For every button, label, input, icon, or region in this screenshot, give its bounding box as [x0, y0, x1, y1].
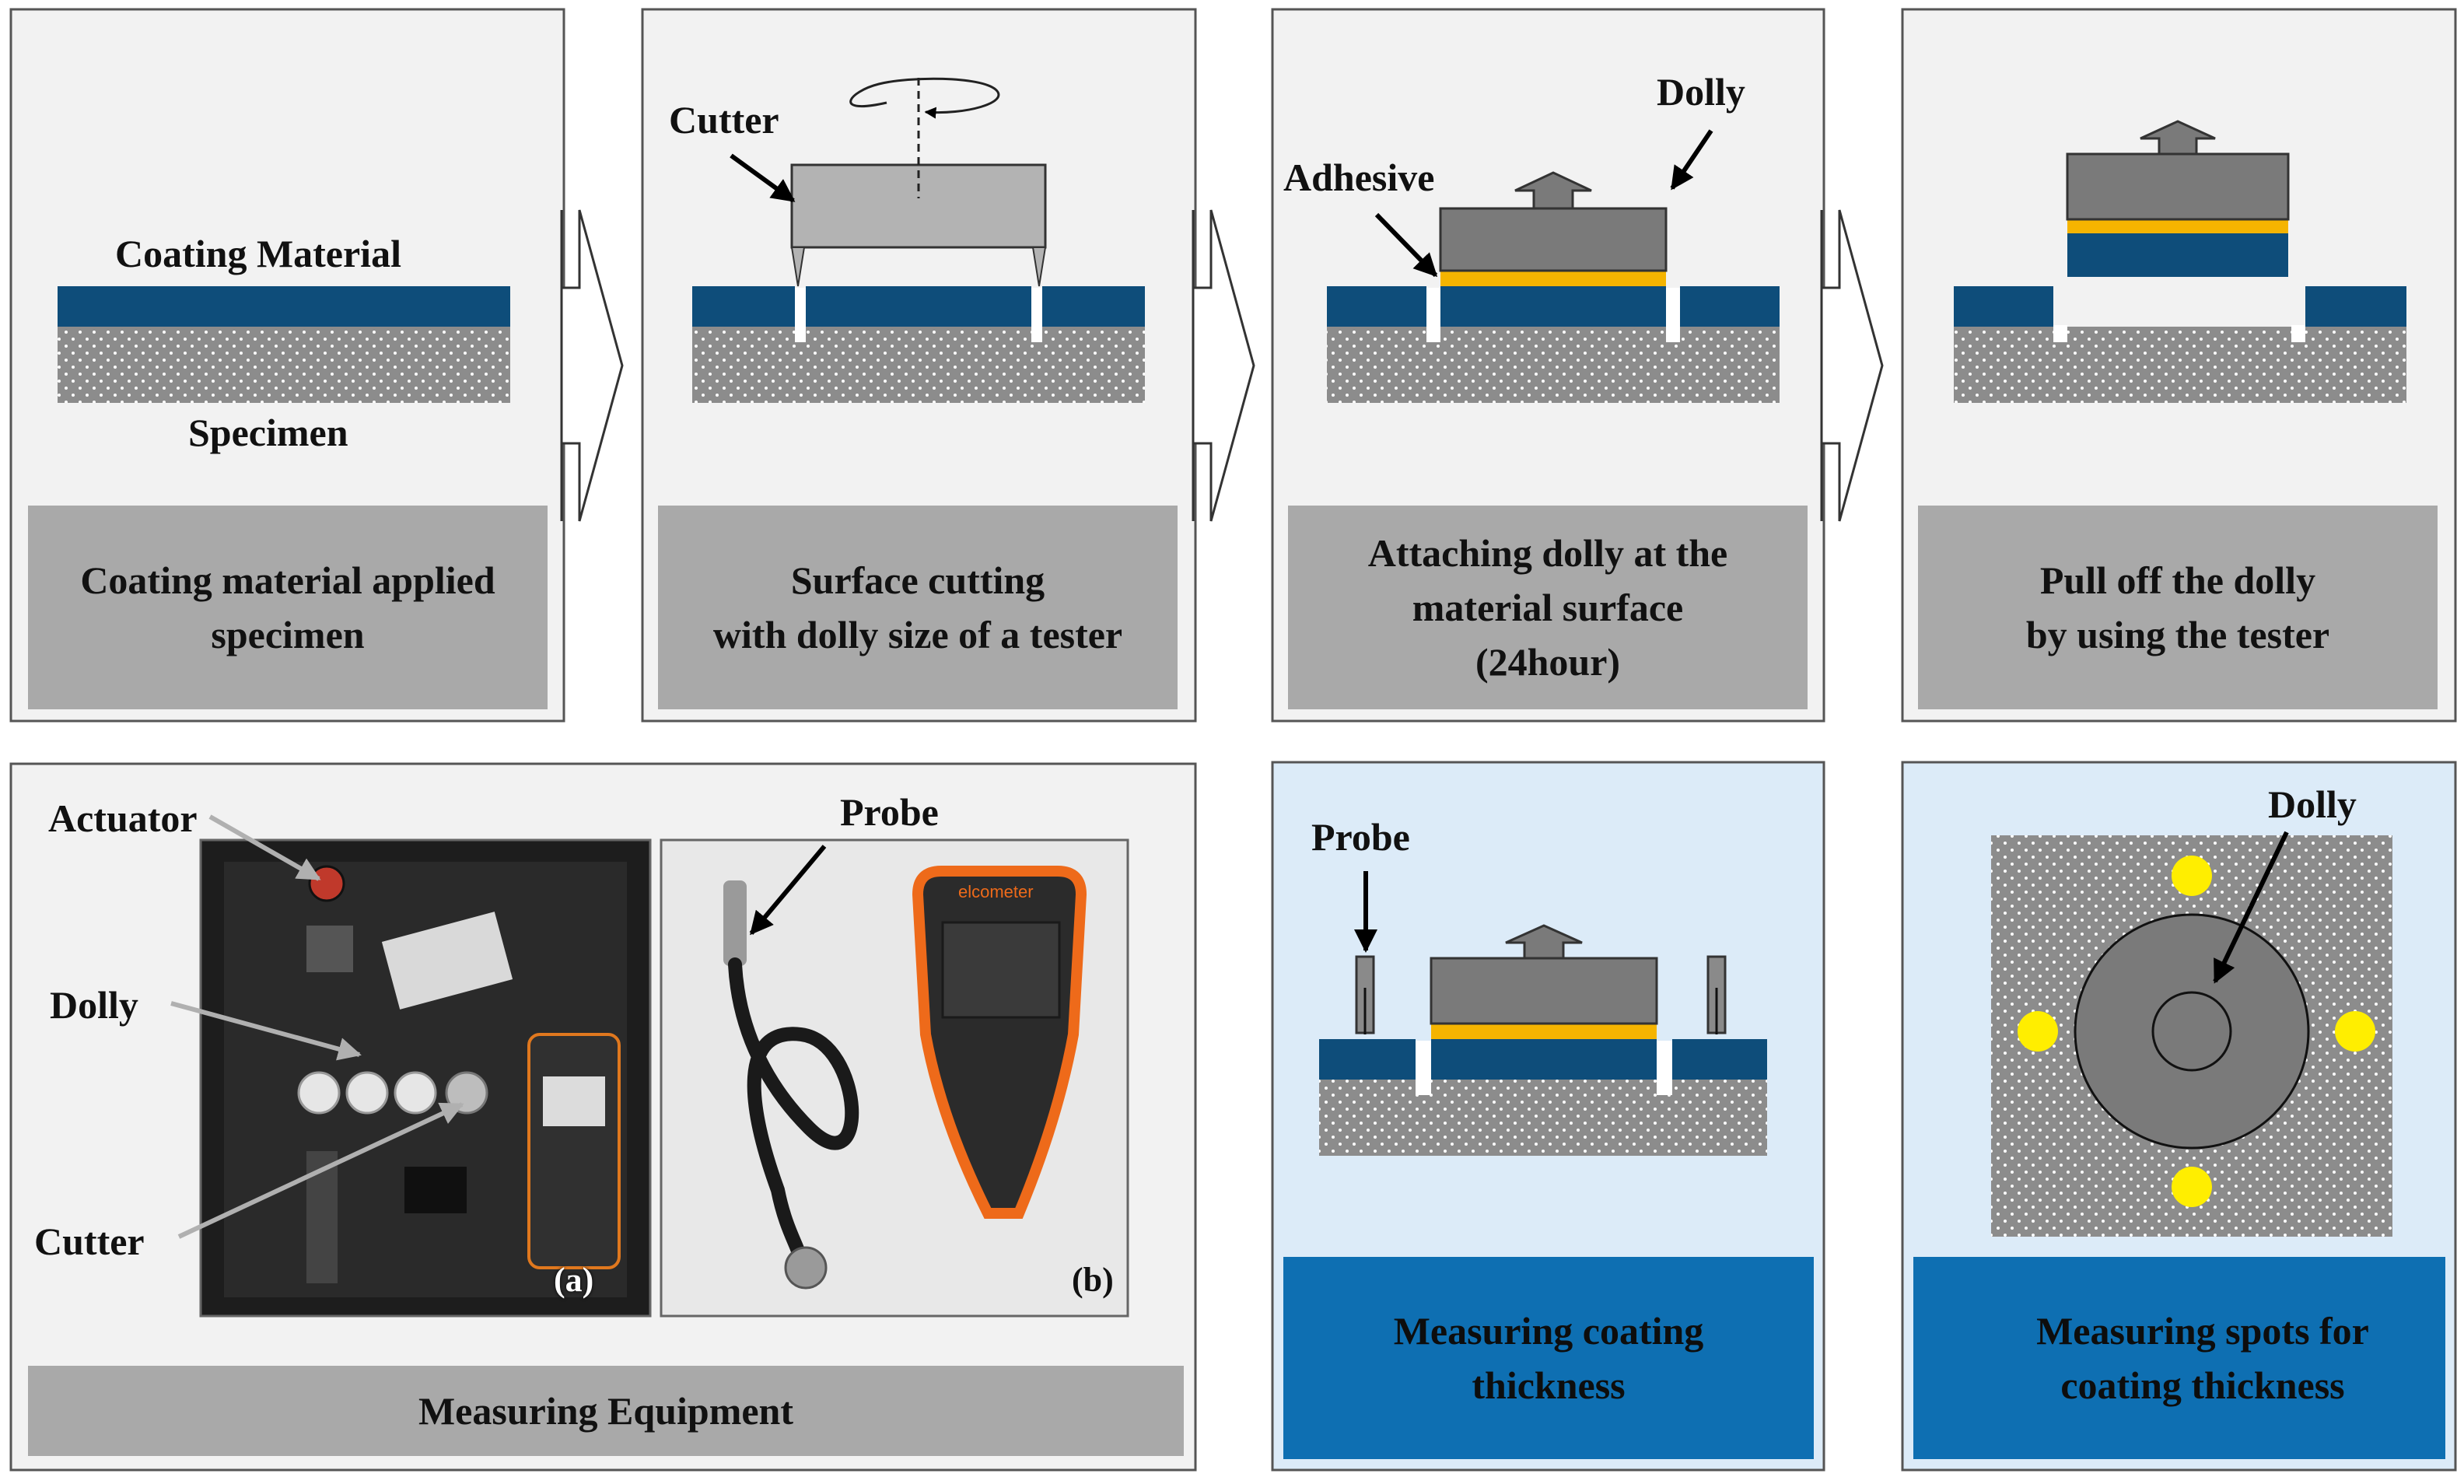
specimen-block-t	[1319, 1073, 1767, 1156]
actuator-knob	[308, 865, 345, 902]
dolly-body-4	[2066, 152, 2290, 221]
coating-right-4	[2305, 286, 2406, 327]
photo-b-label: (b)	[1072, 1261, 1114, 1299]
pit-groove-right-4	[2291, 325, 2305, 342]
cutter-pointer	[730, 153, 796, 203]
adhesive-pointer	[1374, 212, 1438, 278]
dolly-body-t	[1430, 957, 1658, 1025]
thickness-caption: Measuring coating thickness	[1283, 1257, 1814, 1459]
adhesive-layer-3	[1440, 271, 1666, 286]
cutter-label-eq: Cutter	[34, 1220, 145, 1263]
dolly-inner-ring	[2151, 991, 2232, 1072]
adhesive-label: Adhesive	[1283, 156, 1435, 199]
spots-caption: Measuring spots for coating thickness	[1913, 1257, 2445, 1459]
dolly-pointer-s	[2213, 831, 2289, 984]
spot-bottom	[2172, 1167, 2212, 1207]
specimen-block-2	[692, 325, 1145, 403]
probe-cable	[728, 957, 859, 1267]
case-charger	[404, 1167, 467, 1213]
adhesive-layer-t	[1431, 1024, 1657, 1039]
cutter-blade-right	[1031, 247, 1047, 287]
dolly-pull-arrow-4	[2140, 120, 2216, 156]
specimen-block-3	[1327, 325, 1780, 403]
spot-left	[2018, 1011, 2058, 1052]
dolly-body-3	[1439, 207, 1668, 272]
actuator-label: Actuator	[48, 796, 198, 840]
coating-left-4	[1954, 286, 2053, 327]
probe-connector	[784, 1246, 828, 1290]
adhesive-layer-4	[2067, 219, 2288, 233]
probe-label-eq: Probe	[840, 790, 939, 834]
case-dolly-2	[345, 1071, 389, 1115]
cut-groove-right-3	[1666, 288, 1680, 342]
gauge-screen	[941, 921, 1061, 1019]
pit-4	[2053, 288, 2305, 327]
cutter-label: Cutter	[669, 98, 779, 142]
coating-mid-3	[1440, 286, 1666, 327]
case-dolly-1	[297, 1071, 341, 1115]
cutter-pointer-eq	[177, 1102, 464, 1239]
coating-left-t	[1319, 1039, 1416, 1080]
step4-caption: Pull off the dolly by using the tester	[1918, 506, 2438, 709]
pit-groove-left-4	[2053, 325, 2067, 342]
case-cable-pack	[381, 912, 513, 1010]
coating-layer-1	[58, 286, 510, 327]
coating-material-label: Coating Material	[115, 232, 401, 275]
dolly-pull-arrow-t	[1505, 924, 1583, 960]
cut-groove-left-2	[795, 288, 806, 342]
cut-groove-left-t	[1416, 1041, 1431, 1095]
coating-mid-t	[1431, 1039, 1657, 1080]
spot-top	[2172, 856, 2212, 896]
probe-label-t: Probe	[1311, 815, 1410, 859]
tester-screen	[543, 1076, 605, 1126]
coating-right-3	[1680, 286, 1780, 327]
gauge-brand: elcometer	[958, 882, 1034, 901]
removed-coating-4	[2067, 233, 2288, 277]
cut-groove-left-3	[1426, 288, 1440, 342]
tester-device	[527, 1033, 621, 1269]
step-arrow-1	[560, 209, 624, 522]
probe-pointer	[749, 845, 827, 936]
cutter-body	[790, 163, 1047, 249]
equipment-caption: Measuring Equipment	[28, 1366, 1184, 1456]
photo-a-label: (a)	[554, 1261, 594, 1299]
dolly-pull-arrow-3	[1514, 171, 1592, 210]
actuator-pointer	[208, 814, 321, 881]
cutter-blade-left	[790, 247, 806, 287]
case-dolly-3	[394, 1071, 437, 1115]
coating-left-2	[692, 286, 795, 327]
step3-caption: Attaching dolly at the material surface …	[1288, 506, 1808, 709]
dolly-label-eq: Dolly	[50, 983, 138, 1027]
rotation-arrow	[849, 77, 1000, 119]
cut-groove-right-2	[1031, 288, 1042, 342]
spot-right	[2335, 1011, 2375, 1052]
coating-mid-2	[806, 286, 1031, 327]
specimen-block-1	[58, 325, 510, 403]
step1-caption: Coating material applied specimen	[28, 506, 548, 709]
probe-body	[723, 880, 747, 966]
specimen-block-4	[1954, 325, 2406, 403]
step-arrow-3	[1820, 209, 1884, 522]
coating-right-2	[1042, 286, 1145, 327]
coating-left-3	[1327, 286, 1426, 327]
cut-groove-right-t	[1657, 1041, 1672, 1095]
specimen-label: Specimen	[188, 411, 348, 454]
step2-caption: Surface cutting with dolly size of a tes…	[658, 506, 1178, 709]
dolly-pointer-3	[1670, 129, 1713, 191]
dolly-label-s: Dolly	[2268, 782, 2357, 826]
actuator-mount	[306, 926, 353, 972]
coating-right-t	[1672, 1039, 1767, 1080]
dolly-label-3: Dolly	[1657, 70, 1745, 114]
dolly-pointer-eq	[170, 1001, 362, 1061]
step-arrow-2	[1192, 209, 1255, 522]
